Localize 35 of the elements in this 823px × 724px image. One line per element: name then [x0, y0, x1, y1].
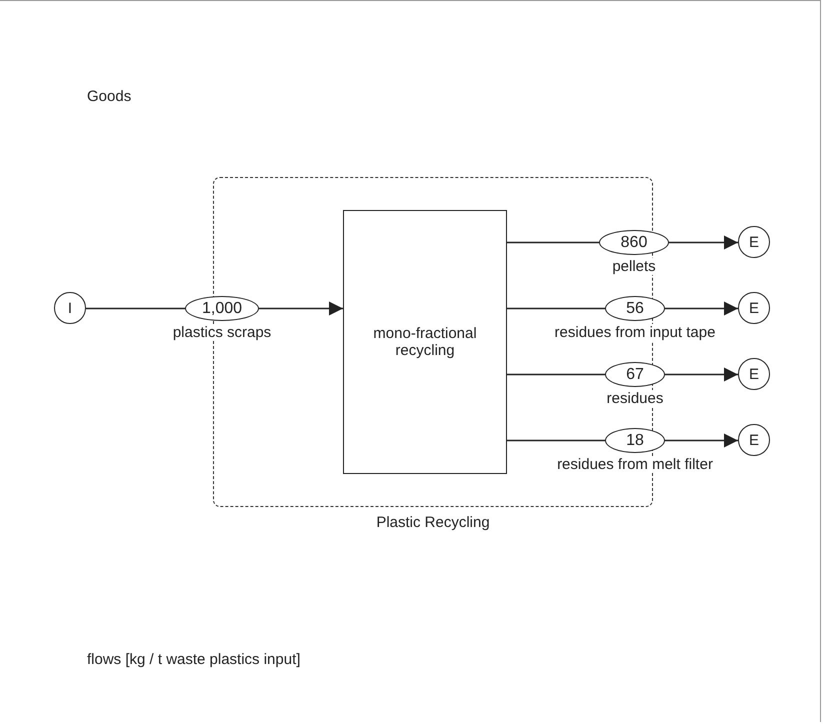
flow-value: 860: [620, 234, 648, 252]
flow-arrow: [665, 368, 738, 382]
flow-arrow: [259, 302, 343, 316]
terminal-label: E: [748, 300, 759, 316]
flow-value: 1,000: [202, 300, 242, 318]
flow-value: 18: [626, 432, 644, 450]
flow-arrow: [669, 236, 738, 250]
flow-arrow: [665, 434, 738, 448]
flow-line: [507, 374, 605, 376]
flow-line: [507, 440, 605, 442]
flow-line: [507, 308, 605, 310]
unit-note: flows [kg / t waste plastics input]: [87, 651, 300, 668]
boundary-label: Plastic Recycling: [376, 514, 490, 531]
process-box: [343, 210, 507, 474]
diagram-heading: Goods: [87, 88, 132, 105]
flow-name: residues: [606, 390, 664, 407]
terminal-circle: [738, 358, 770, 390]
terminal-label: E: [748, 234, 759, 250]
process-label: mono-fractional recycling: [372, 325, 478, 359]
flow-name: plastics scraps: [172, 324, 272, 341]
flow-line: [507, 242, 599, 244]
terminal-label: I: [68, 300, 72, 316]
flow-name: residues from input tape: [554, 324, 716, 341]
flow-value: 67: [626, 366, 644, 384]
terminal-circle: [738, 226, 770, 258]
terminal-label: E: [748, 432, 759, 448]
terminal-circle: [54, 292, 86, 324]
flow-arrow: [665, 302, 738, 316]
flow-value: 56: [626, 300, 644, 318]
flow-name: residues from melt filter: [556, 456, 714, 473]
terminal-circle: [738, 292, 770, 324]
terminal-circle: [738, 424, 770, 456]
terminal-label: E: [748, 366, 759, 382]
flow-name: pellets: [611, 258, 657, 275]
flow-line: [86, 308, 185, 310]
